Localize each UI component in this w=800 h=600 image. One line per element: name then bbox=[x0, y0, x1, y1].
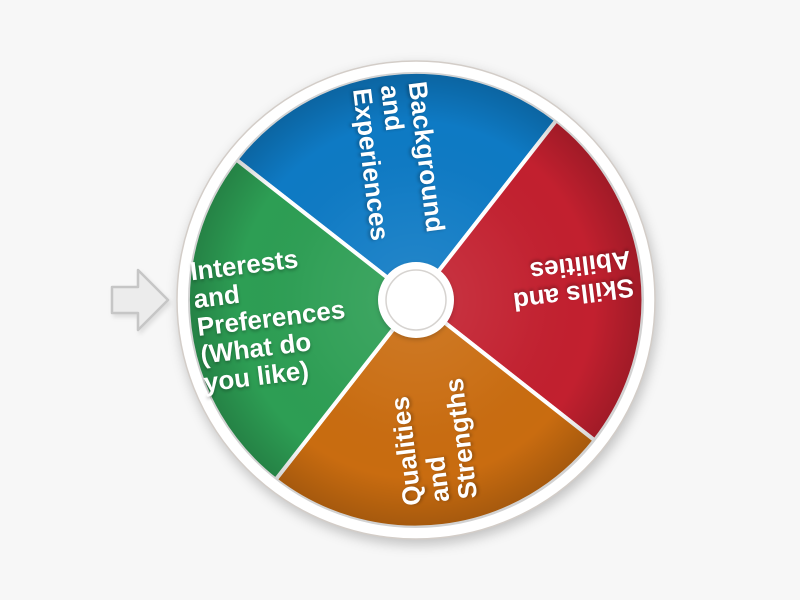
arrow-pointer-icon bbox=[110, 268, 170, 332]
wheel-hub-ring bbox=[385, 269, 447, 331]
